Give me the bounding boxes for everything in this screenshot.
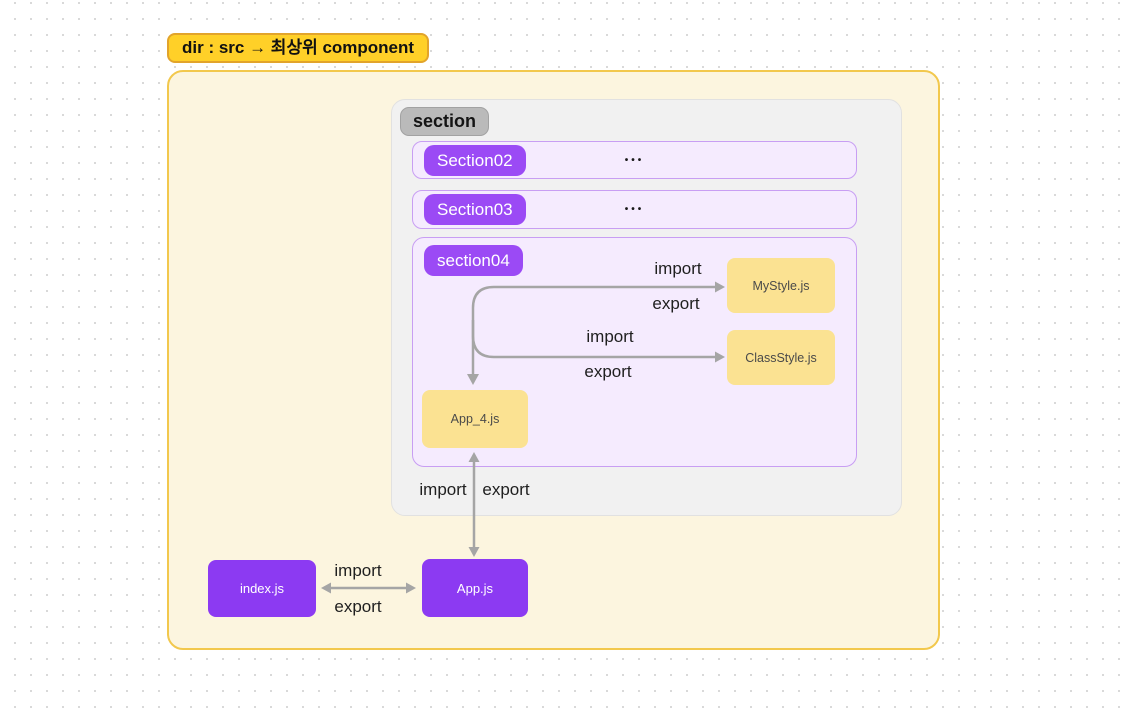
ellipsis: ••• (624, 154, 645, 166)
section04-container[interactable]: section04 MyStyle.js ClassStyle.js App_4… (412, 237, 857, 467)
section03-badge[interactable]: Section03 (424, 194, 526, 225)
panel-export-label[interactable]: export (482, 480, 530, 499)
panel-import-label[interactable]: import (419, 480, 467, 499)
mystyle-import-label[interactable]: import (654, 259, 702, 278)
mystyle-file-box[interactable]: MyStyle.js (727, 258, 835, 313)
section04-badge[interactable]: section04 (424, 245, 523, 276)
appjs-file-box[interactable]: App.js (422, 559, 528, 617)
section02-row[interactable]: Section02 ••• (412, 141, 857, 179)
app4-file-box[interactable]: App_4.js (422, 390, 528, 448)
board-title-badge[interactable]: dir : src → 최상위 component (167, 33, 430, 63)
indexjs-file-box[interactable]: index.js (208, 560, 316, 617)
section-panel[interactable]: section Section02 ••• Section03 ••• sect… (391, 99, 902, 516)
classstyle-import-label[interactable]: import (586, 327, 634, 346)
ellipsis: ••• (624, 204, 645, 215)
mystyle-export-label[interactable]: export (652, 294, 700, 313)
classstyle-export-label[interactable]: export (584, 362, 632, 381)
section-label-badge[interactable]: section (400, 107, 490, 136)
index-app-import-label[interactable]: import (334, 561, 382, 580)
section02-badge[interactable]: Section02 (424, 144, 526, 176)
src-dir-container[interactable]: section Section02 ••• Section03 ••• sect… (167, 70, 940, 650)
section03-row[interactable]: Section03 ••• (412, 190, 857, 229)
classstyle-file-box[interactable]: ClassStyle.js (727, 330, 835, 385)
index-app-export-label[interactable]: export (334, 597, 382, 616)
